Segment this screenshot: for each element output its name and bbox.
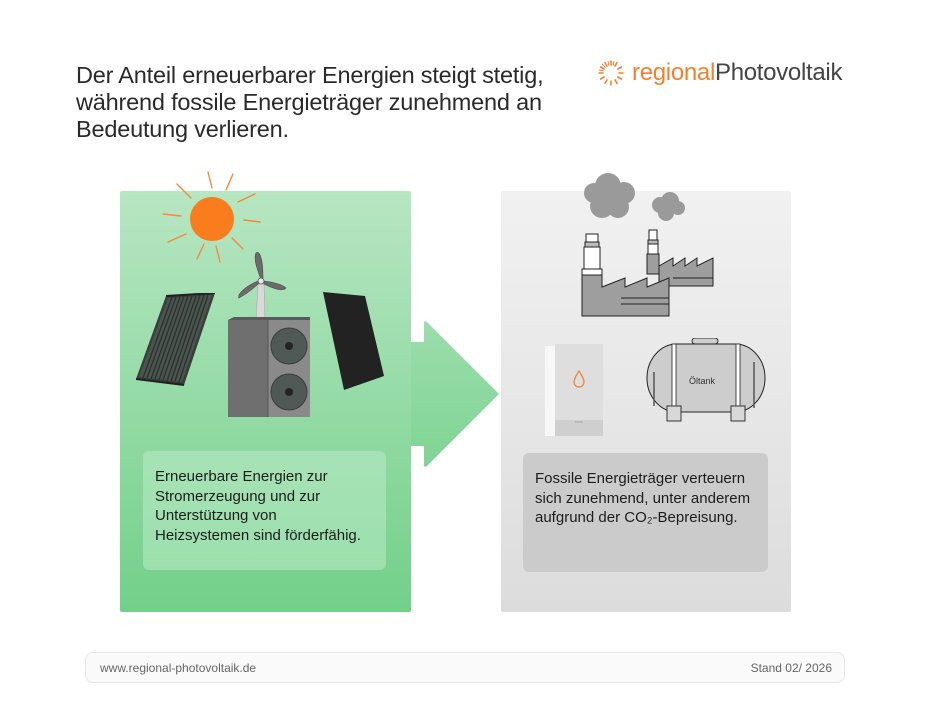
wind-turbine-icon xyxy=(236,250,292,322)
pv-module-icon xyxy=(323,292,385,392)
logo: regional Photovoltaik xyxy=(598,58,842,88)
footer-url[interactable]: www.regional-photovoltaik.de xyxy=(100,660,257,675)
renewable-text-box: Erneuerbare Energien zur Stromerzeugung … xyxy=(143,451,386,570)
gas-boiler-icon xyxy=(545,344,605,438)
sun-icon xyxy=(160,170,265,265)
footer-stand: Stand 02/ 2026 xyxy=(750,660,832,675)
sun-rays-icon xyxy=(598,60,624,86)
heat-pump-icon xyxy=(228,317,311,419)
smoke-cloud-icon xyxy=(580,173,685,228)
oil-tank-icon xyxy=(642,338,770,426)
arrow-right-icon xyxy=(411,320,501,468)
logo-text-regional: regional xyxy=(632,59,715,86)
footer: www.regional-photovoltaik.de Stand 02/ 2… xyxy=(85,652,845,683)
fossil-text: Fossile Energieträger verteuern sich zun… xyxy=(535,470,751,526)
headline: Der Anteil erneuerbarer Energien steigt … xyxy=(76,62,544,142)
factory-icon xyxy=(581,226,715,318)
renewable-text: Erneuerbare Energien zur Stromerzeugung … xyxy=(155,468,361,544)
solar-thermal-collector-icon xyxy=(136,293,216,387)
logo-text-photovoltaik: Photovoltaik xyxy=(715,59,843,86)
fossil-text-box: Fossile Energieträger verteuern sich zun… xyxy=(523,453,768,572)
oil-tank-label: Öltank xyxy=(689,376,716,386)
